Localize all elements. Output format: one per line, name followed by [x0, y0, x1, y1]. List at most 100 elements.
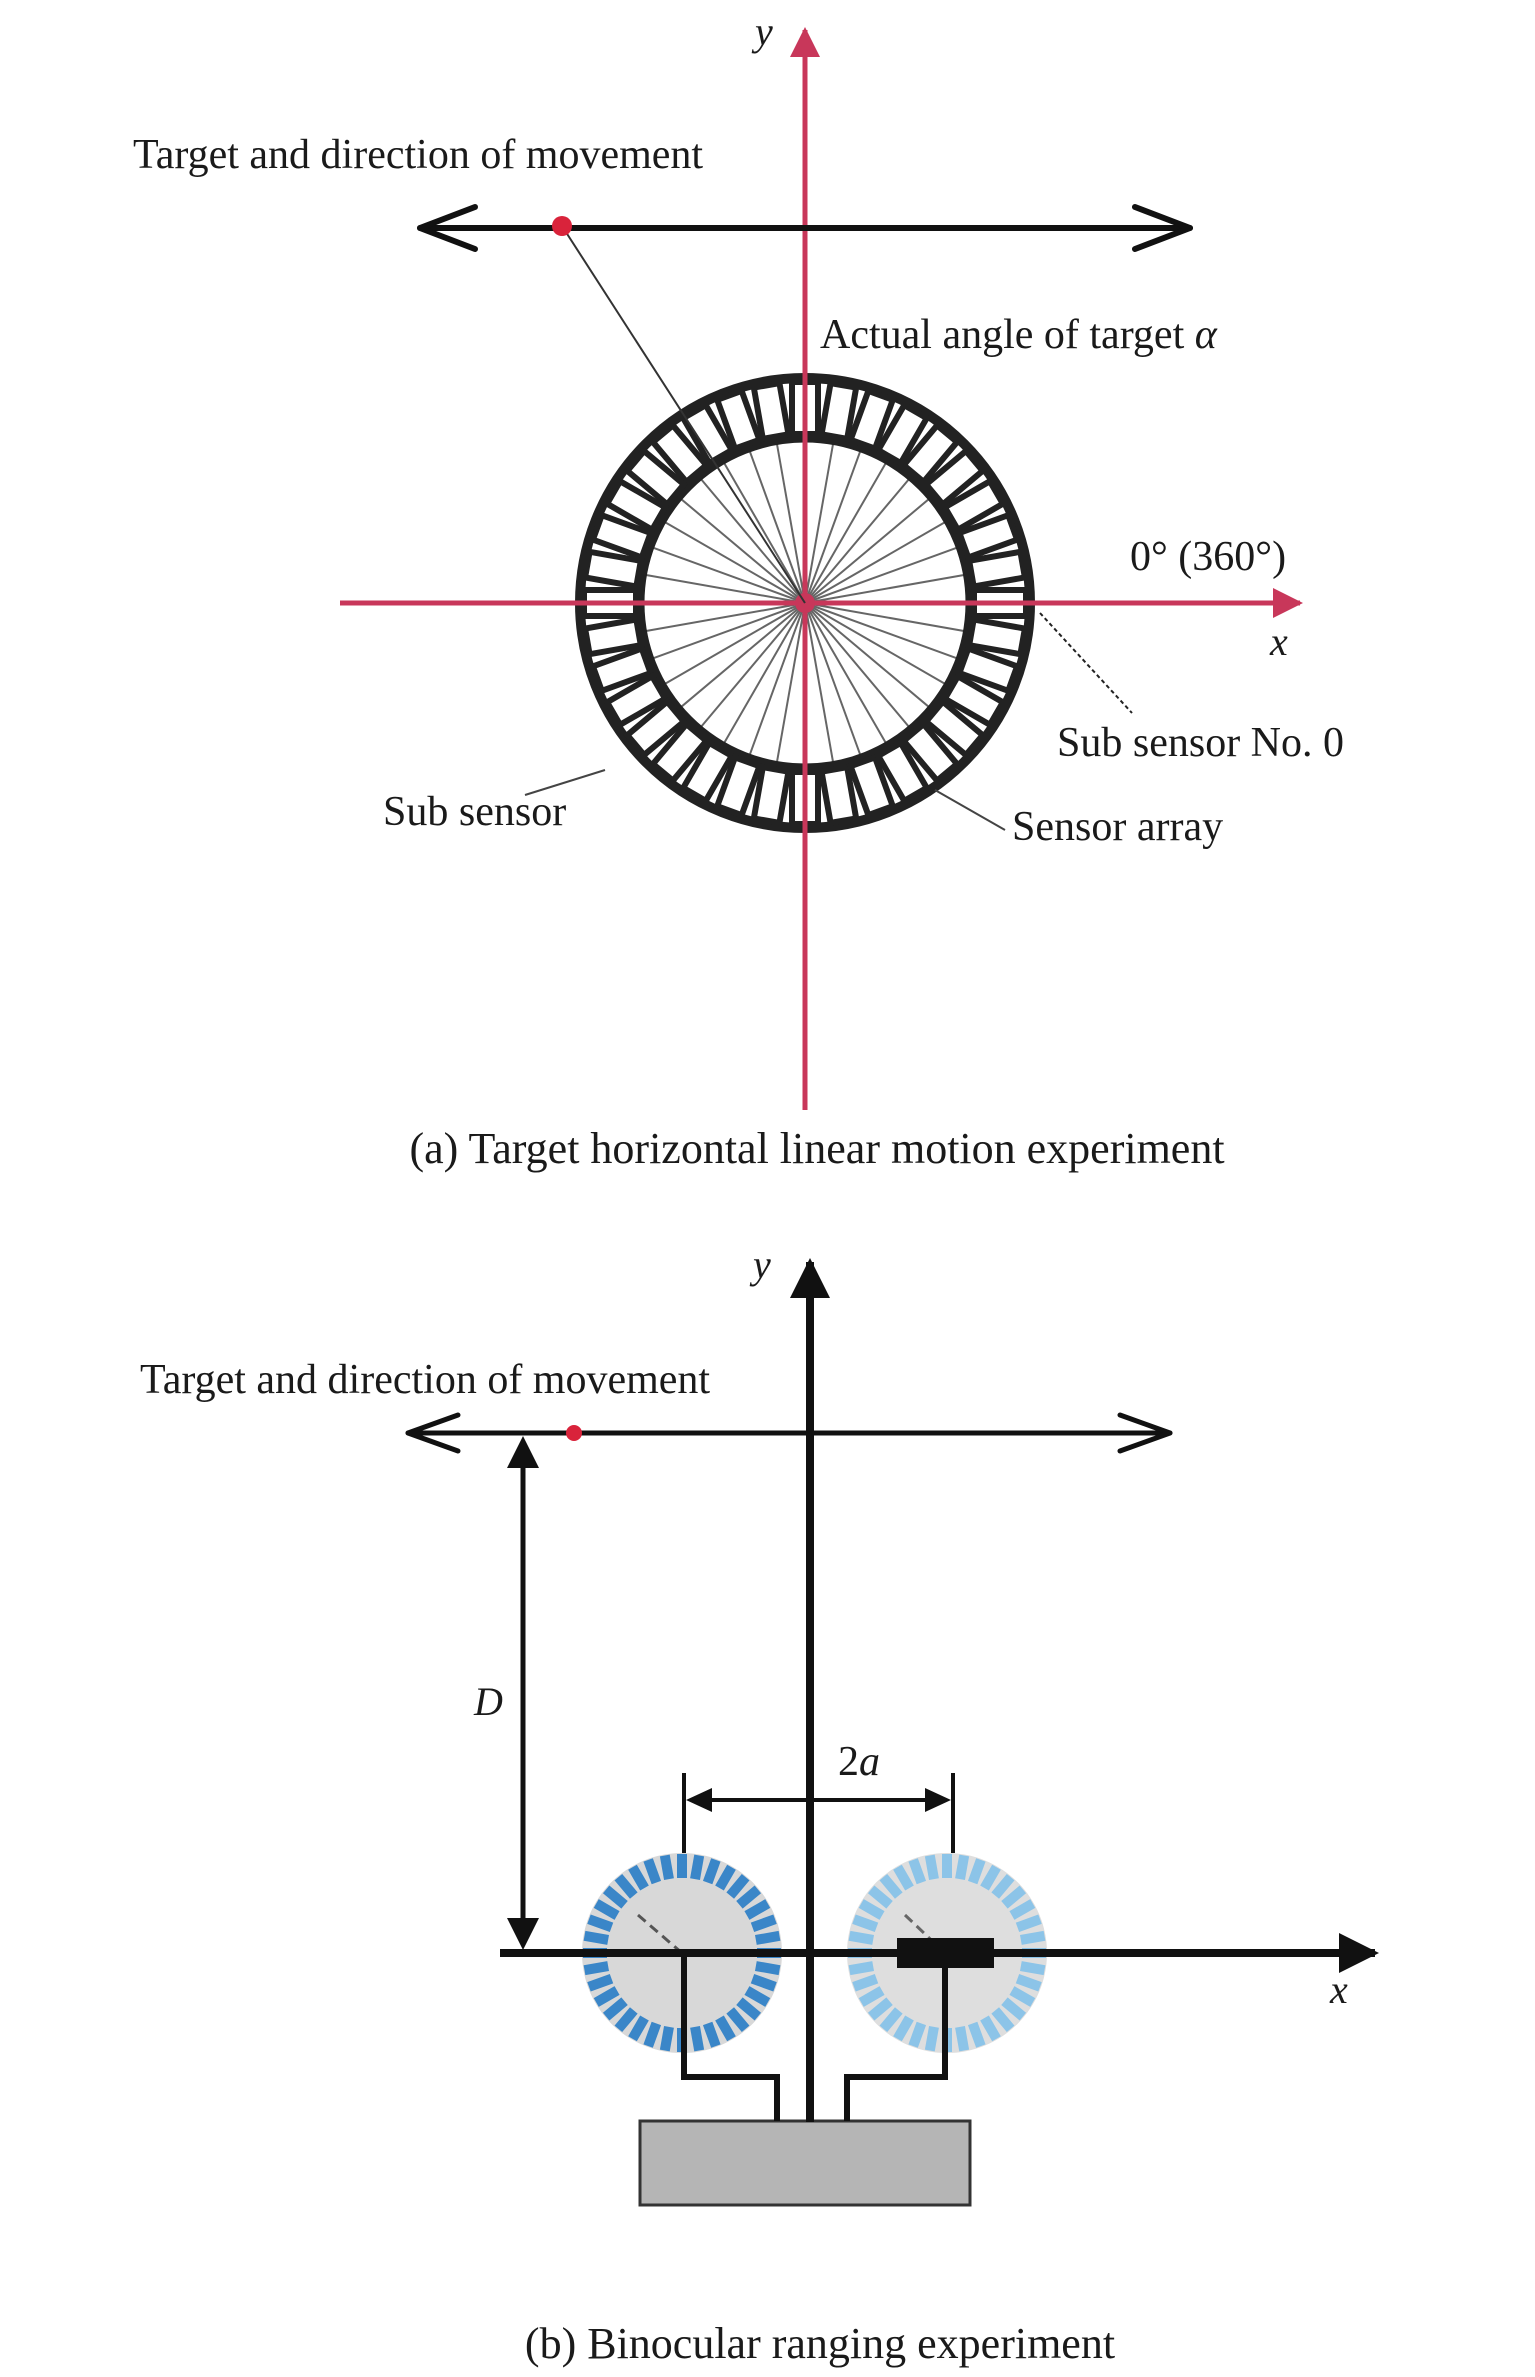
- radial-line: [698, 475, 806, 604]
- sensor-tick: [1015, 1973, 1042, 1992]
- zero-angle-label: 0° (360°): [1130, 534, 1286, 580]
- sensor-tick: [1019, 1961, 1046, 1976]
- radial-line: [649, 602, 806, 661]
- sensor-tick: [750, 1973, 777, 1992]
- sensor-tick: [754, 1961, 781, 1976]
- sub-sensor-cell: [581, 548, 645, 590]
- target-motion-line-b: [405, 1412, 1173, 1454]
- sensor-tick: [583, 1930, 610, 1945]
- sensor-tick: [593, 1986, 620, 2007]
- radial-line: [804, 496, 933, 604]
- sub-sensor-cell: [955, 511, 1021, 562]
- sensor-tick: [908, 2021, 927, 2048]
- sub-sensor-cell: [940, 477, 1007, 534]
- sensor-tick: [858, 1986, 885, 2007]
- sub-sensor-cell: [623, 446, 689, 509]
- sensor-tick: [744, 1986, 771, 2007]
- sensor-tick: [879, 1873, 903, 1899]
- target-label-a: Target and direction of movement: [133, 132, 703, 178]
- sensor-tick: [583, 1961, 610, 1976]
- target-point-b: [566, 1425, 582, 1441]
- sensor-tick: [587, 1973, 614, 1992]
- radial-line: [804, 602, 912, 731]
- sub-sensor-cell: [955, 644, 1021, 695]
- sub-sensor-cell: [603, 477, 670, 534]
- sensor-tick: [967, 2021, 986, 2048]
- sensor-tick: [852, 1914, 879, 1933]
- radial-line: [649, 545, 806, 604]
- sensor-tick: [715, 1864, 736, 1891]
- radial-line: [747, 602, 806, 759]
- sub-sensor-cell: [679, 738, 736, 805]
- sensor-tick: [750, 1914, 777, 1933]
- sub-sensor-cell: [713, 387, 764, 453]
- sensor-tick: [1009, 1986, 1036, 2007]
- right-cable: [844, 1968, 948, 2121]
- sub-sensor-cell: [899, 421, 962, 487]
- sensor-tick: [848, 1961, 875, 1976]
- sensor-tick: [1001, 1997, 1027, 2021]
- sub-sensor-cell: [940, 672, 1007, 729]
- sensor-tick: [1001, 1885, 1027, 1909]
- sensor-tick: [1019, 1930, 1046, 1945]
- sub-sensor-label: Sub sensor: [383, 789, 566, 835]
- radial-line: [698, 602, 806, 731]
- radial-lines: [640, 438, 970, 768]
- sub-sensor-cell: [846, 753, 897, 819]
- target-point-a: [552, 216, 572, 236]
- radial-line: [721, 459, 806, 604]
- sensor-tick: [602, 1885, 628, 1909]
- sensor-tick: [614, 2007, 638, 2033]
- radial-line: [642, 573, 806, 604]
- sensor-tick: [991, 2007, 1015, 2033]
- sub-sensor-cell: [921, 697, 987, 760]
- sensor-tick: [643, 2021, 662, 2048]
- sub-sensor-cell: [589, 511, 655, 562]
- sensor-tick: [955, 2025, 970, 2052]
- radial-line: [804, 602, 835, 766]
- y-axis-label-b: y: [749, 1242, 771, 1287]
- y-axis-label-a: y: [751, 9, 773, 54]
- radial-line: [804, 602, 933, 710]
- distance-dimension: [507, 1436, 539, 1950]
- target-angle-line: [561, 225, 806, 604]
- panel-b: y Target and direction of movement D 2a …: [140, 1242, 1379, 2368]
- sensor-tick: [858, 1899, 885, 1920]
- caption-b: (b) Binocular ranging experiment: [525, 2319, 1115, 2368]
- sensor-tick: [659, 2025, 674, 2052]
- sensor-tick: [908, 1858, 927, 1885]
- sub-sensor-cell: [648, 719, 711, 785]
- sensor-tick: [955, 1854, 970, 1881]
- radial-line: [747, 447, 806, 604]
- sub-sensor-cell: [965, 548, 1029, 590]
- leader-sub-sensor: [524, 769, 606, 796]
- radial-line: [804, 440, 835, 604]
- radial-line: [804, 602, 863, 759]
- sensor-tick: [1009, 1899, 1036, 1920]
- sensor-tick: [754, 1930, 781, 1945]
- sub-sensor-cell: [846, 387, 897, 453]
- radial-line: [661, 519, 806, 604]
- sensor-tick: [643, 1858, 662, 1885]
- sensor-tick: [677, 1854, 687, 1878]
- sub-sensor-zero-label: Sub sensor No. 0: [1057, 720, 1344, 766]
- sensor-tick: [893, 2015, 914, 2042]
- sensor-tick: [924, 2025, 939, 2052]
- base-block: [638, 2119, 972, 2207]
- radial-line: [804, 447, 863, 604]
- leader-sensor-array: [934, 789, 1006, 831]
- baseline-dimension: [682, 1773, 955, 1853]
- radial-line: [804, 602, 889, 747]
- radial-line: [804, 545, 961, 604]
- radial-line: [804, 602, 961, 661]
- sensor-tick: [593, 1899, 620, 1920]
- sensor-tick: [980, 1864, 1001, 1891]
- sub-sensor-cell: [874, 401, 931, 468]
- radial-line: [775, 602, 806, 766]
- radial-line: [804, 602, 968, 633]
- distance-label: D: [473, 1679, 503, 1724]
- radial-line: [804, 573, 968, 604]
- sensor-tick: [879, 2007, 903, 2033]
- sensor-array-label: Sensor array: [1012, 804, 1223, 850]
